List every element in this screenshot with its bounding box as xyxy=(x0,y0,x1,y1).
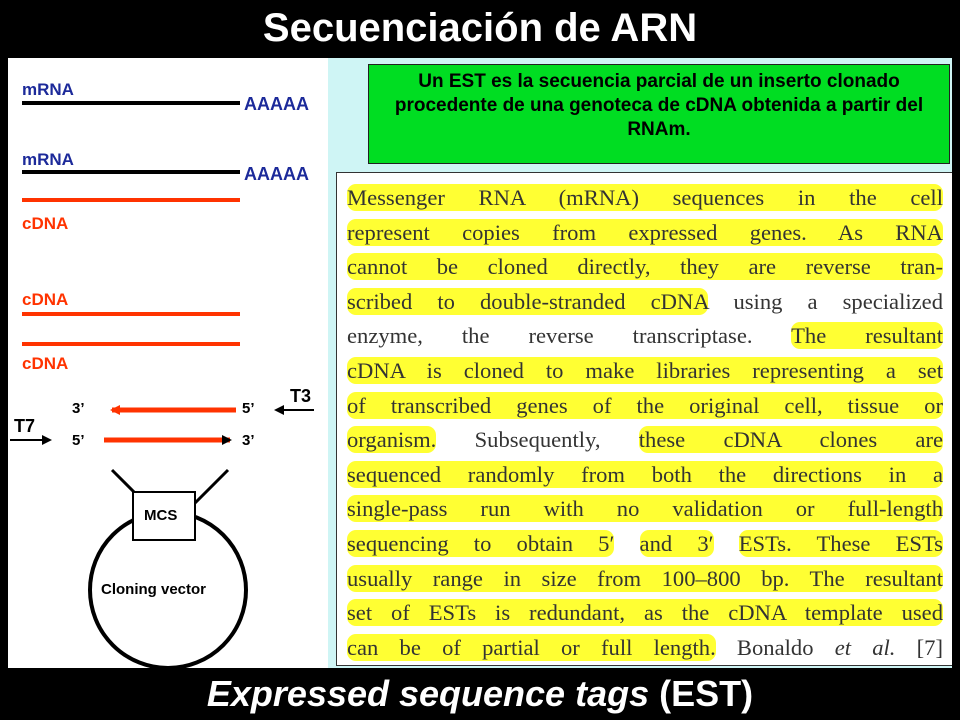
cdna-cloning-diagram: mRNA AAAAA mRNA AAAAA cDNA cDNA cDNA T3 … xyxy=(8,58,338,668)
cdna-label-2: cDNA xyxy=(22,290,69,309)
paper-text xyxy=(614,531,639,556)
content-panel: mRNA AAAAA mRNA AAAAA cDNA cDNA cDNA T3 … xyxy=(8,58,952,668)
footer-rest-text: (EST) xyxy=(649,673,754,714)
top-arrow-end-left: 3’ xyxy=(72,400,85,417)
paper-text: Bonaldo xyxy=(715,634,835,660)
paper-line: cDNA is cloned to make libraries represe… xyxy=(347,354,943,389)
paper-line: sequenced randomly from both the directi… xyxy=(347,458,943,493)
paper-line: can be of partial or full length. Bonald… xyxy=(347,631,943,666)
slide-title: Secuenciación de ARN xyxy=(262,6,698,50)
mrna-label-1: mRNA xyxy=(22,80,74,99)
highlighted-text: of transcribed genes of the original cel… xyxy=(347,391,943,419)
polya-tail-2: AAAAA xyxy=(244,164,309,184)
highlighted-text: The resultant xyxy=(791,322,943,350)
paper-lines: Messenger RNA (mRNA) sequences in the ce… xyxy=(347,181,943,665)
paper-line: of transcribed genes of the original cel… xyxy=(347,389,943,424)
top-arrow-end-right: 5’ xyxy=(242,400,255,417)
paper-excerpt: Messenger RNA (mRNA) sequences in the ce… xyxy=(336,172,952,666)
t7-label: T7 xyxy=(14,416,36,436)
paper-line: sequencing to obtain 5′ and 3′ ESTs. The… xyxy=(347,527,943,562)
paper-text: using a specialized xyxy=(708,288,943,314)
mrna-label-2: mRNA xyxy=(22,150,74,169)
highlighted-text: sequenced randomly from both the directi… xyxy=(347,460,943,488)
paper-line: organism. Subsequently, these cDNA clone… xyxy=(347,423,943,458)
paper-line: represent copies from expressed genes. A… xyxy=(347,216,943,251)
paper-line: usually range in size from 100–800 bp. T… xyxy=(347,562,943,597)
highlighted-text: set of ESTs is redundant, as the cDNA te… xyxy=(347,599,943,627)
highlighted-text: Messenger RNA (mRNA) sequences in the ce… xyxy=(347,184,943,211)
cdna-label-3: cDNA xyxy=(22,354,69,373)
polya-tail-1: AAAAA xyxy=(244,94,309,114)
paper-text xyxy=(714,531,739,556)
paper-line: enzyme, the reverse transcriptase. The r… xyxy=(347,319,943,354)
paper-line: scribed to double-stranded cDNA using a … xyxy=(347,285,943,320)
paper-line: set of ESTs is redundant, as the cDNA te… xyxy=(347,596,943,631)
cloning-vector-label: Cloning vector xyxy=(101,581,207,598)
est-definition-box: Un EST es la secuencia parcial de un ins… xyxy=(368,64,950,164)
t3-label: T3 xyxy=(290,386,312,406)
highlighted-text: and 3′ xyxy=(639,529,714,557)
footer-italic-text: Expressed sequence tags xyxy=(206,673,650,714)
paper-line: single-pass run with no validation or fu… xyxy=(347,492,943,527)
highlighted-text: represent copies from expressed genes. A… xyxy=(347,218,943,246)
bottom-arrow-end-left: 5’ xyxy=(72,432,85,449)
vector-arm-right xyxy=(188,468,230,510)
highlighted-text: cDNA is cloned to make libraries represe… xyxy=(347,356,943,384)
cdna-label-1: cDNA xyxy=(22,214,69,233)
highlighted-text: can be of partial or full length. xyxy=(347,633,716,661)
paper-line: Messenger RNA (mRNA) sequences in the ce… xyxy=(347,181,943,216)
highlighted-text: single-pass run with no validation or fu… xyxy=(347,495,943,523)
slide-footer: Expressed sequence tags (EST) xyxy=(0,668,960,720)
diagram-graphics xyxy=(10,101,314,668)
highlighted-text: sequencing to obtain 5′ xyxy=(347,529,615,557)
mcs-label: MCS xyxy=(144,507,178,524)
highlighted-text: ESTs. These ESTs xyxy=(738,529,943,557)
highlighted-text: scribed to double-stranded cDNA xyxy=(347,287,709,315)
paper-line: cannot be cloned directly, they are reve… xyxy=(347,250,943,285)
paper-text: Subsequently, xyxy=(436,427,639,453)
paper-text: enzyme, the reverse transcriptase. xyxy=(347,323,792,349)
mcs-box xyxy=(132,491,196,541)
highlighted-text: cannot be cloned directly, they are reve… xyxy=(347,253,943,281)
highlighted-text: these cDNA clones are xyxy=(638,426,943,454)
highlighted-text: usually range in size from 100–800 bp. T… xyxy=(347,564,943,592)
paper-text: et al. xyxy=(834,634,896,660)
paper-text: [7] xyxy=(895,634,943,660)
bottom-arrow-end-right: 3’ xyxy=(242,432,255,449)
highlighted-text: organism. xyxy=(347,426,437,454)
